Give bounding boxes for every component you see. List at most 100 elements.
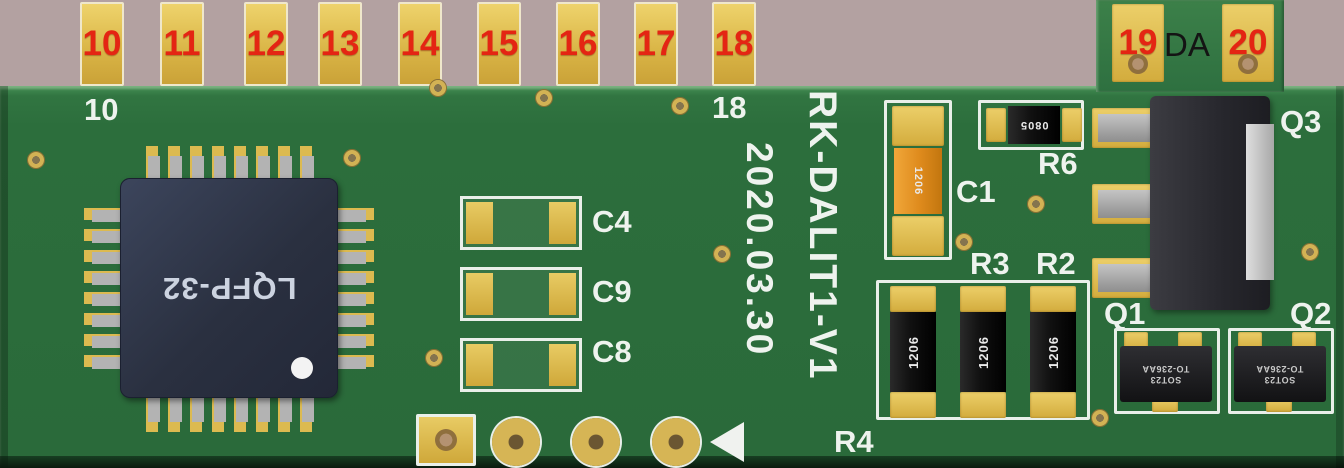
pad (960, 392, 1006, 418)
transistor-q2-outline (1228, 328, 1334, 414)
label-c9: C9 (592, 274, 632, 309)
connector-pad-19: 19 (1112, 4, 1164, 82)
connector-pad-13: 13 (318, 2, 362, 86)
board-left-edge (0, 86, 8, 468)
pad (1238, 332, 1262, 350)
sot23-line1: SOT23 (1150, 375, 1182, 385)
resistor-r6-body: 0805 (1008, 106, 1060, 144)
silk-pin18: 18 (712, 90, 747, 125)
pad-number: 14 (400, 24, 440, 63)
resistor-r4: 1206 (890, 286, 936, 418)
pad-hole (435, 429, 457, 451)
da-label: DA (1164, 26, 1210, 63)
pad (890, 392, 936, 418)
ic-pin1-dot (291, 357, 313, 379)
pad (890, 286, 936, 312)
c1-marking: 1206 (911, 166, 924, 196)
pad-hole (1128, 54, 1148, 74)
resistor-body: 1206 (1030, 312, 1076, 392)
connector-pad-10: 10 (80, 2, 124, 86)
connector-pad-12: 12 (244, 2, 288, 86)
pad-number: 16 (558, 24, 598, 63)
pad (1030, 286, 1076, 312)
triangle-marker-icon (710, 422, 744, 462)
pad (466, 202, 493, 244)
pad-number: 10 (82, 24, 122, 63)
q3-lead (1098, 114, 1150, 142)
connector-pad-11: 11 (160, 2, 204, 86)
capacitor-c9 (460, 267, 582, 321)
sot23-line2: TO-236AA (1256, 364, 1304, 374)
connector-pad-17: 17 (634, 2, 678, 86)
capacitor-c1-body: 1206 (894, 148, 942, 214)
ic-pins-bottom (148, 394, 320, 422)
pad-number: 12 (246, 24, 286, 63)
label-q3: Q3 (1280, 104, 1322, 139)
transistor-q2-body: SOT23 TO-236AA (1234, 346, 1326, 402)
resistor-body: 1206 (890, 312, 936, 392)
sot23-line2: TO-236AA (1142, 364, 1190, 374)
board-right-edge (1336, 86, 1344, 468)
connector-pad-14: 14 (398, 2, 442, 86)
pad (1178, 332, 1202, 350)
via (28, 152, 44, 168)
connector-pad-20: 20 (1222, 4, 1274, 82)
label-q1: Q1 (1104, 296, 1146, 331)
via (956, 234, 972, 250)
round-pad (572, 418, 620, 466)
r-marking: 1206 (975, 335, 991, 369)
resistor-body: 1206 (960, 312, 1006, 392)
via (430, 80, 446, 96)
connector-pad-18: 18 (712, 2, 756, 86)
label-c1: C1 (956, 174, 996, 209)
silk-board-name: RK-DALIT1-V1 (801, 90, 844, 381)
r-marking: 1206 (1045, 335, 1061, 369)
pad (1030, 392, 1076, 418)
via (714, 246, 730, 262)
round-pad (652, 418, 700, 466)
pad (892, 216, 944, 256)
pad-number: 11 (163, 24, 201, 63)
square-pad (416, 414, 476, 466)
pad (1124, 332, 1148, 350)
r6-marking: 0805 (1019, 119, 1049, 131)
ic-lqfp32: LQFP-32 (120, 178, 338, 398)
q3-lead (1098, 190, 1150, 218)
component-body (493, 273, 549, 315)
transistor-q1-body: SOT23 TO-236AA (1120, 346, 1212, 402)
connector-pad-15: 15 (477, 2, 521, 86)
transistor-q1-outline (1114, 328, 1220, 414)
round-pad (492, 418, 540, 466)
capacitor-c4 (460, 196, 582, 250)
ic-pins-right (336, 210, 366, 372)
pad (986, 108, 1006, 142)
q3-tab (1246, 124, 1274, 280)
via (426, 350, 442, 366)
q1-marking: SOT23 TO-236AA (1142, 363, 1189, 385)
label-r4: R4 (834, 424, 874, 459)
ic-package-label: LQFP-32 (161, 271, 297, 306)
label-q2: Q2 (1290, 296, 1332, 331)
sot23-line1: SOT23 (1264, 375, 1296, 385)
pad (549, 344, 576, 386)
label-r3: R3 (970, 246, 1010, 281)
pad-number: 13 (320, 24, 360, 63)
via (1028, 196, 1044, 212)
pad-number: 18 (714, 24, 754, 63)
capacitor-c8 (460, 338, 582, 392)
pad (1292, 332, 1316, 350)
label-r2: R2 (1036, 246, 1076, 281)
pad-number: 17 (636, 24, 676, 63)
component-body (493, 344, 549, 386)
pad-hole (1238, 54, 1258, 74)
silk-date: 2020.03.30 (739, 142, 780, 358)
resistor-r6-outline (978, 100, 1084, 150)
via (536, 90, 552, 106)
pad (892, 106, 944, 146)
resistor-r2: 1206 (1030, 286, 1076, 418)
ic-pins-left (92, 210, 122, 372)
pad (549, 273, 576, 315)
capacitor-c1-outline (884, 100, 952, 260)
pad (960, 286, 1006, 312)
